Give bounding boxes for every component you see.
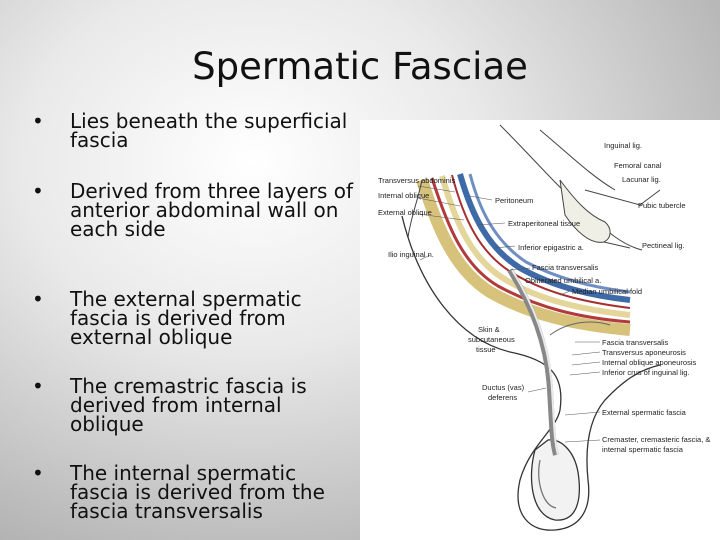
label-inguinal-lig: Inguinal lig. [604,141,642,150]
bullet-item: • The external spermatic fascia is derive… [28,287,358,349]
bullet-dot-icon: • [32,109,44,133]
label-transversus-abdominis: Transversus abdominis [378,176,456,185]
label-inferior-crus: Inferior crus of inguinal lig. [602,368,690,377]
skin-contour [401,215,661,531]
label-external-oblique: External oblique [378,208,432,217]
label-fascia-transversalis: Fascia transversalis [532,263,599,272]
slide-title: Spermatic Fasciae [192,45,528,88]
label-cremaster-line2: internal spermatic fascia [602,445,684,454]
bullet-item: • Derived from three layers of anterior a… [28,179,358,241]
label-ductus-line2: deferens [488,393,517,402]
abdominal-wall-layers [407,173,631,336]
anatomy-illustration: Inguinal lig. Femoral canal Lacunar lig.… [378,124,710,531]
bullet-text: Lies beneath the superficial fascia [70,109,348,152]
label-skin-line1: Skin & [478,325,500,334]
label-obliterated-umbilical: Obliterated umbilical a. [525,276,601,285]
bullet-dot-icon: • [32,287,44,311]
figure-labels: Inguinal lig. Femoral canal Lacunar lig.… [378,141,710,454]
bullet-dot-icon: • [32,179,44,203]
inguinal-inset-drawing [499,124,661,251]
label-lacunar-lig: Lacunar lig. [622,175,661,184]
bullet-item: • The internal spermatic fascia is derive… [28,461,358,523]
label-transversus-aponeurosis: Transversus aponeurosis [602,348,686,357]
label-extraperitoneal-tissue: Extraperitoneal tissue [508,219,580,228]
label-inferior-epigastric: Inferior epigastric a. [518,243,584,252]
label-ilio-inguinal: Ilio inguinal n. [388,250,434,259]
label-internal-oblique: Internal oblique [378,191,429,200]
bullet-dot-icon: • [32,461,44,485]
spermatic-cord [507,268,611,456]
label-pectineal-lig: Pectineal lig. [642,241,685,250]
bullet-text: The internal spermatic fascia is derived… [70,461,325,523]
bullet-text: Derived from three layers of anterior ab… [70,179,354,241]
bullet-item: • The cremastric fascia is derived from i… [28,374,358,436]
label-external-spermatic-fascia: External spermatic fascia [602,408,687,417]
bullet-text: The cremastric fascia is derived from in… [70,374,307,436]
bullet-item: • Lies beneath the superficial fascia [28,109,358,152]
label-pubic-tubercle: Pubic tubercle [638,201,686,210]
leader-lines [417,185,601,443]
label-peritoneum: Peritoneum [495,196,533,205]
label-ductus-line1: Ductus (vas) [482,383,525,392]
bullet-dot-icon: • [32,374,44,398]
label-skin-line2: subcutaneous [468,335,515,344]
label-fascia-transversalis-2: Fascia transversalis [602,338,669,347]
label-median-umbilical-fold: Median umbilical fold [572,287,642,296]
label-femoral-canal: Femoral canal [614,161,662,170]
label-cremaster-line1: Cremaster, cremasteric fascia, & [602,435,710,444]
label-skin-line3: tissue [476,345,496,354]
bullet-text: The external spermatic fascia is derived… [70,287,302,349]
label-internal-oblique-aponeurosis: Internal oblique aponeurosis [602,358,696,367]
anatomy-figure: Inguinal lig. Femoral canal Lacunar lig.… [360,120,720,540]
